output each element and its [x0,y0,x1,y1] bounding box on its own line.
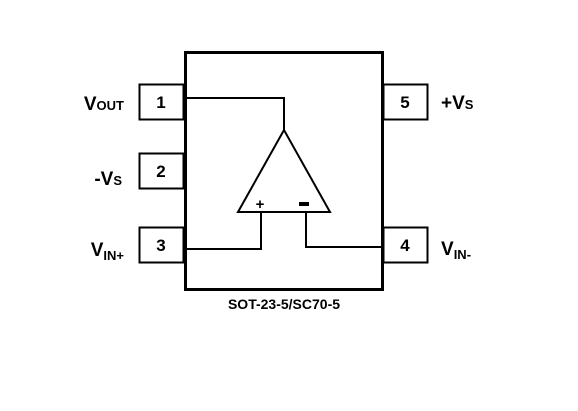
pin-2-label: -VS [94,169,122,190]
pin-1-box [138,83,185,121]
pin-5-box [382,83,429,121]
pin-2-box [138,152,185,190]
pin-4-box [382,226,429,264]
pin-4-label: VIN- [441,239,471,262]
minus-input-symbol [299,202,309,206]
pin-3-number: 3 [156,236,165,255]
package-name: SOT-23-5/SC70-5 [228,296,340,312]
package-body [184,51,384,291]
pin-5-number: 5 [400,93,409,112]
opamp-triangle [236,127,332,213]
pin-4-number: 4 [400,236,410,255]
pin-3-box [138,226,185,264]
pin-2-number: 2 [156,162,165,181]
pin-1-label: VOUT [84,94,124,115]
pin-3-label: VIN+ [91,240,125,263]
inverting-input-wire [305,212,383,248]
noninverting-input-wire [185,212,262,250]
plus-input-symbol: + [256,196,265,213]
pin-1-number: 1 [156,93,165,112]
pin-5-label: +VS [441,93,474,114]
output-wire [185,97,285,130]
